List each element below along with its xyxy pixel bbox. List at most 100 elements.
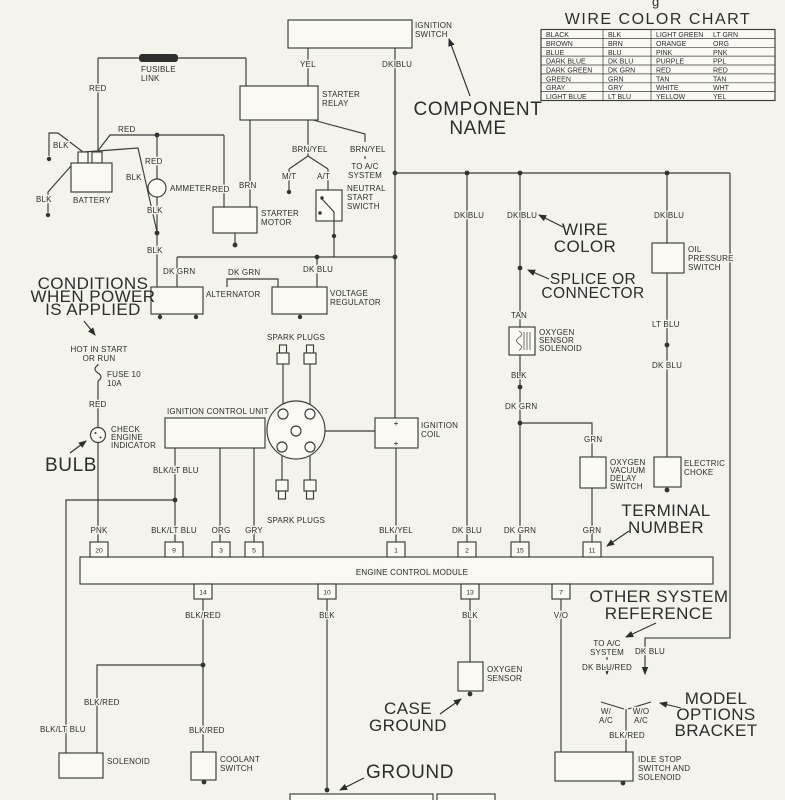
chart-cell: DARK GREEN	[546, 68, 592, 75]
alternator: ALTERNATOR	[150, 286, 261, 315]
starter-motor-label: MOTOR	[261, 218, 292, 227]
ovd-switch-box	[579, 456, 607, 489]
oxygen-sensor-label: SENSOR	[487, 674, 522, 683]
ignition-switch-box	[287, 19, 413, 49]
wire-label-red: RED	[212, 185, 230, 194]
chart-cell: RED	[713, 68, 728, 75]
fusible-link: FUSIBLE LINK	[139, 54, 178, 84]
chart-cell: DK GRN	[608, 68, 635, 75]
chart-cell: RED	[656, 68, 671, 75]
battery: BATTERY	[70, 151, 113, 206]
wire-battery-neg-stubs	[47, 132, 84, 212]
fusible-link-label: FUSIBLE	[141, 65, 176, 74]
wire-label-blk: BLK	[147, 206, 163, 215]
ops-label: OIL	[688, 245, 702, 254]
callout-model-options: MODEL	[685, 689, 747, 708]
neutral-start-switch-box	[315, 189, 343, 222]
wire-label-dk-blu: DK BLU	[303, 265, 333, 274]
wire-label-brn-yel: BRN/YEL	[292, 145, 328, 154]
battery-box	[70, 162, 113, 193]
corner-fragment: g	[652, 0, 659, 9]
idle-stop-label: IDLE STOP	[638, 755, 681, 764]
choke-label: CHOKE	[684, 468, 713, 477]
starter-motor-box	[212, 206, 258, 234]
wire-label-dk-grn: DK GRN	[228, 268, 260, 277]
chart-cell: YEL	[713, 94, 726, 101]
idle-stop-label: SWITCH AND	[638, 764, 690, 773]
ops-label: PRESSURE	[688, 254, 734, 263]
o2-solenoid-label: SENSOR	[539, 336, 574, 345]
starter-relay-box	[239, 85, 319, 121]
ecm-label: ENGINE CONTROL MODULE	[356, 568, 468, 577]
voltage-regulator-label: REGULATOR	[330, 298, 381, 307]
callout-arrow-splice	[526, 269, 550, 280]
wire-label-pnk: PNK	[90, 526, 108, 535]
chart-cell: LT GRN	[713, 32, 738, 39]
battery-label: BATTERY	[73, 196, 111, 205]
coolant-switch-label: COOLANT	[220, 755, 260, 764]
callout-case-ground: GROUND	[369, 716, 447, 735]
wire-dk-grn-link	[226, 278, 279, 287]
o2-solenoid-label: OXYGEN	[539, 328, 574, 337]
wires	[47, 48, 731, 788]
wire-spark-plug-leads	[281, 364, 311, 480]
callout-wire-color: WIRE	[562, 220, 608, 239]
wire-label-brn: BRN	[239, 181, 257, 190]
label-w-ac: W/	[601, 707, 612, 716]
wire-battery-red-bus	[96, 134, 225, 207]
wire-label-dk-grn: DK GRN	[505, 402, 537, 411]
callout-conditions: IS APPLIED	[45, 300, 141, 319]
wire-label-dk-blu: DK BLU	[382, 60, 412, 69]
wire-icu-outputs	[174, 448, 255, 542]
battery-post	[77, 151, 89, 164]
chart-cell: GREEN	[546, 76, 571, 83]
wire-257-bus	[176, 256, 395, 287]
chart-cell: BROWN	[546, 41, 573, 48]
check-engine-label: INDICATOR	[111, 441, 156, 450]
wire-drop-520	[519, 173, 593, 542]
ammeter-label: AMMETER	[170, 184, 211, 193]
callout-arrow-ground	[339, 777, 365, 791]
solenoid: SOLENOID	[58, 752, 151, 779]
alternator-label: ALTERNATOR	[206, 290, 260, 299]
label-w-ac: A/C	[599, 716, 613, 725]
wire-label-blk: BLK	[147, 246, 163, 255]
callout-conditions: CONDITIONS	[38, 274, 149, 293]
wire-label-grn: GRN	[584, 435, 602, 444]
wire-label-dk-blu: DK BLU	[454, 211, 484, 220]
chart-cell: PNK	[713, 50, 728, 57]
voltage-regulator-box	[271, 286, 328, 315]
label-fuse: 10A	[107, 379, 122, 388]
voltage-regulator: VOLTAGE REGULATOR	[271, 286, 382, 315]
callout-arrow-terminal-number	[606, 530, 630, 547]
alternator-box	[150, 286, 204, 315]
electric-choke-box	[653, 456, 682, 488]
distributor	[266, 400, 326, 460]
wire-label-dk-grn: DK GRN	[504, 526, 536, 535]
wire-label-blk: BLK	[462, 611, 478, 620]
solenoid-box	[58, 752, 104, 779]
ignition-switch: IGNITION SWITCH	[287, 19, 453, 49]
ovd-label: DELAY	[610, 474, 637, 483]
label-fuse: FUSE 10	[107, 370, 141, 379]
ovd-label: VACUUM	[610, 466, 645, 475]
ignition-switch-label: IGNITION	[415, 21, 452, 30]
icu-box	[164, 417, 266, 449]
terminal-7: 7	[559, 590, 563, 597]
callout-arrow-other-system	[625, 622, 657, 638]
chart-cell: LIGHT GREEN	[656, 32, 703, 39]
idle-stop-box	[554, 751, 634, 782]
terminal-11: 11	[588, 548, 595, 555]
chart-cell: PPL	[713, 59, 726, 66]
wire-label-org: ORG	[212, 526, 231, 535]
wire-label-blk: BLK	[126, 173, 142, 182]
solenoid-coil-symbol	[516, 330, 531, 351]
chart-cell: WHITE	[656, 85, 679, 92]
terminal-5: 5	[252, 548, 256, 555]
nss-label: NEUTRAL	[347, 184, 386, 193]
icu-label: IGNITION CONTROL UNIT	[167, 407, 269, 416]
wire-label-gry: GRY	[245, 526, 263, 535]
wire-brn-yel-ac	[312, 119, 366, 142]
ovd-label: SWITCH	[610, 482, 643, 491]
